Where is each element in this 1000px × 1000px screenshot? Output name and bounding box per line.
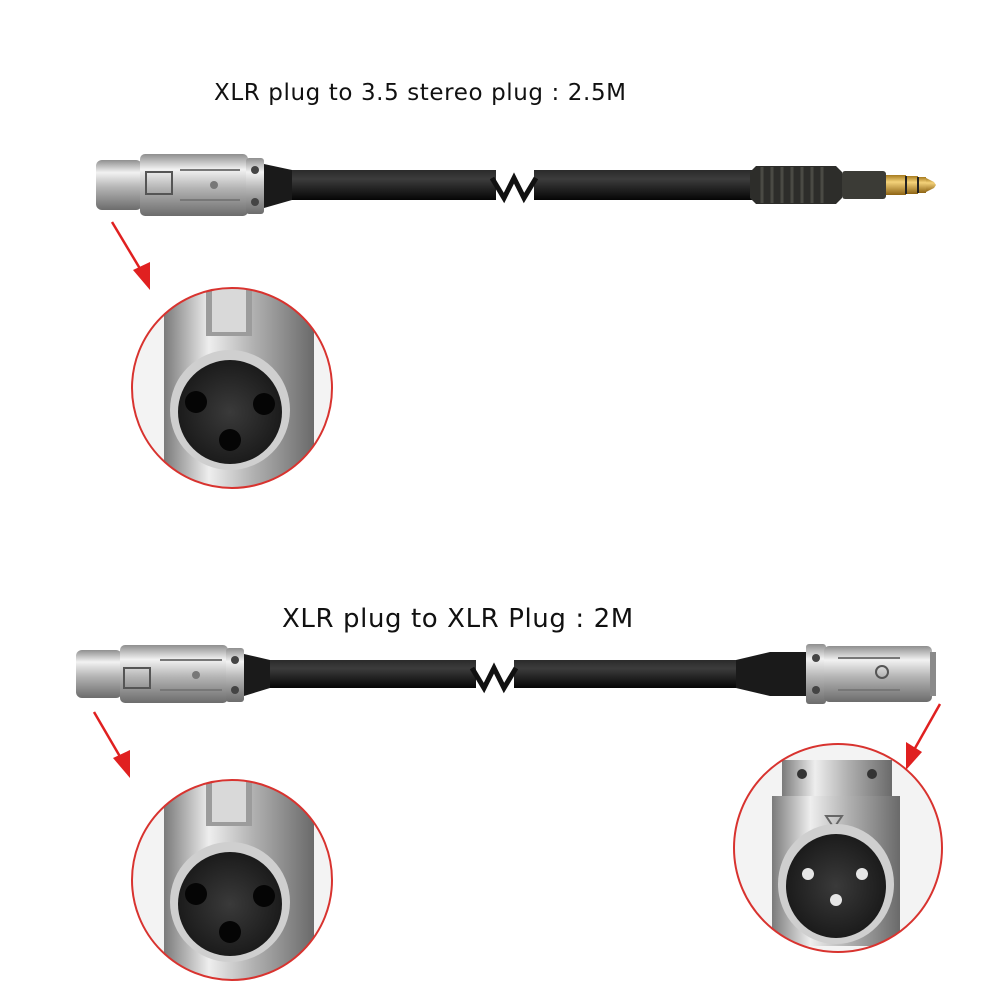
xlr-male-face-icon — [733, 743, 943, 953]
3.5mm-stereo-plug-icon — [750, 166, 936, 204]
xlr-male-icon — [736, 644, 936, 704]
arrow-indicator-icon — [110, 221, 150, 290]
cable-break-icon — [469, 662, 519, 694]
cable-segment — [514, 660, 776, 688]
top-cable-assembly — [96, 154, 936, 489]
xlr-female-face-icon — [131, 287, 333, 489]
xlr-female-icon — [76, 645, 270, 703]
xlr-female-face-icon — [131, 779, 333, 981]
cable-segment — [262, 660, 476, 688]
cable-segment — [278, 170, 496, 200]
bottom-cable-assembly — [76, 644, 943, 981]
arrow-indicator-icon — [92, 711, 130, 778]
caption-xlr-to-3-5: XLR plug to 3.5 stereo plug : 2.5M — [214, 80, 627, 106]
arrow-indicator-icon — [906, 703, 942, 770]
xlr-female-icon — [96, 154, 292, 216]
cable-segment — [534, 170, 756, 200]
caption-xlr-to-xlr: XLR plug to XLR Plug : 2M — [282, 604, 634, 634]
cable-break-icon — [489, 172, 539, 204]
